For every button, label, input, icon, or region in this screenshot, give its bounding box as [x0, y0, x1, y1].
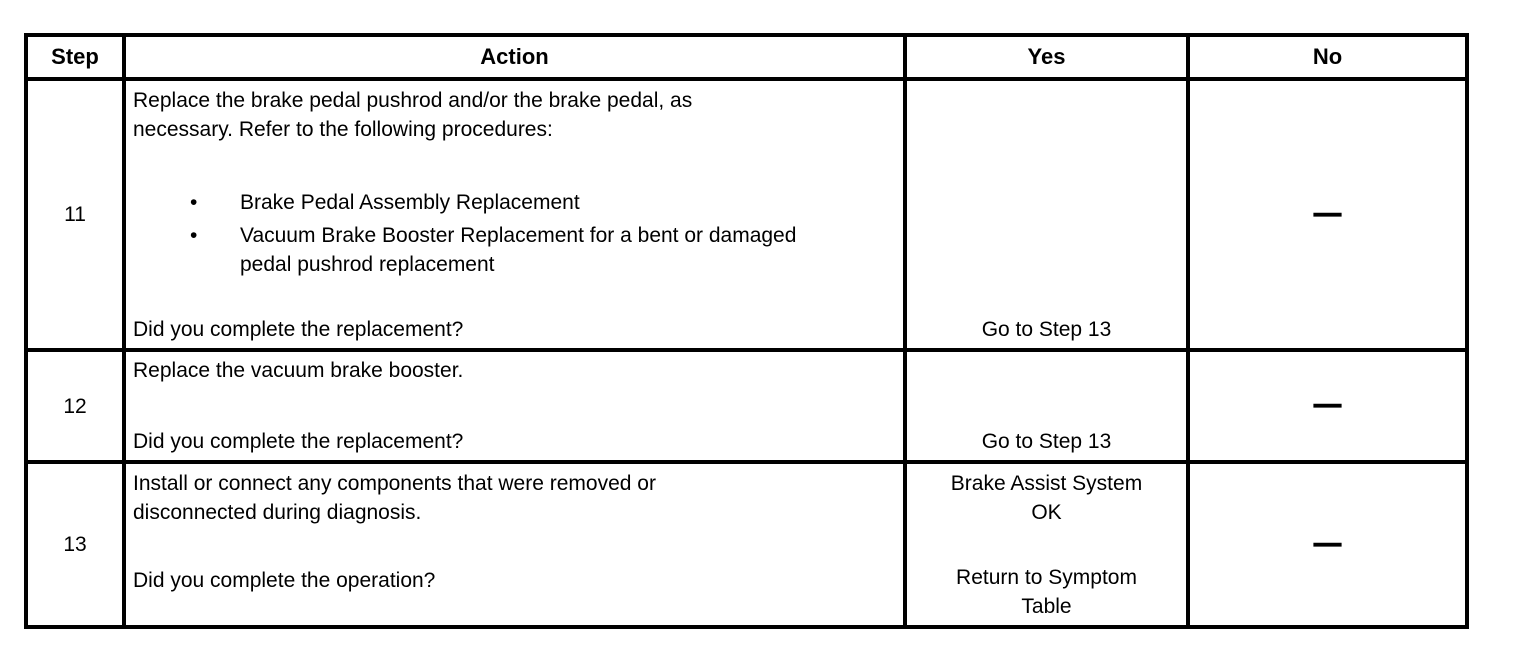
diagnostic-table: Step Action Yes No 11 Replace the brake … [24, 33, 1469, 629]
step-number: 12 [24, 348, 126, 464]
column-header-step: Step [24, 33, 126, 81]
column-header-yes: Yes [903, 33, 1190, 81]
table-row-step-13: 13 Install or connect any components tha… [24, 460, 1469, 629]
action-question-text: Did you complete the operation? [133, 568, 436, 592]
action-cell: Install or connect any components that w… [122, 460, 907, 629]
yes-result-text: Brake Assist System OK [950, 471, 1143, 524]
no-result-dash: — [1313, 389, 1341, 419]
action-intro-text: Install or connect any components that w… [133, 471, 656, 524]
table-row-step-12: 12 Replace the vacuum brake booster. Did… [24, 348, 1469, 464]
procedure-bullet-list: • Brake Pedal Assembly Replacement • Vac… [133, 188, 896, 279]
table-header-row: Step Action Yes No [24, 33, 1469, 81]
action-intro-text: Replace the brake pedal pushrod and/or t… [133, 88, 693, 141]
list-item: • Vacuum Brake Booster Replacement for a… [190, 221, 896, 279]
bullet-item-text: Brake Pedal Assembly Replacement [240, 190, 580, 214]
step-number: 11 [24, 77, 126, 352]
bullet-item-text: Vacuum Brake Booster Replacement for a b… [240, 223, 797, 276]
yes-result-text: Go to Step 13 [981, 317, 1112, 341]
action-question-text: Did you complete the replacement? [133, 317, 464, 341]
yes-result-text: Go to Step 13 [981, 430, 1112, 453]
column-header-action: Action [122, 33, 907, 81]
no-cell: — [1186, 348, 1469, 464]
yes-cell: Go to Step 13 [903, 77, 1190, 352]
column-header-no: No [1186, 33, 1469, 81]
yes-cell: Brake Assist System OK Return to Symptom… [903, 460, 1190, 629]
yes-cell: Go to Step 13 [903, 348, 1190, 464]
action-cell: Replace the brake pedal pushrod and/or t… [122, 77, 907, 352]
list-item: • Brake Pedal Assembly Replacement [190, 188, 896, 217]
table-row-step-11: 11 Replace the brake pedal pushrod and/o… [24, 77, 1469, 352]
no-cell: — [1186, 460, 1469, 629]
yes-result-secondary-text: Return to Symptom Table [956, 565, 1137, 618]
bullet-icon: • [190, 190, 198, 214]
action-question-text: Did you complete the replacement? [133, 430, 464, 453]
no-result-dash: — [1313, 197, 1341, 228]
action-cell: Replace the vacuum brake booster. Did yo… [122, 348, 907, 464]
action-intro-text: Replace the vacuum brake booster. [133, 359, 464, 382]
bullet-icon: • [190, 223, 198, 247]
no-result-dash: — [1313, 527, 1341, 558]
step-number: 13 [24, 460, 126, 629]
no-cell: — [1186, 77, 1469, 352]
